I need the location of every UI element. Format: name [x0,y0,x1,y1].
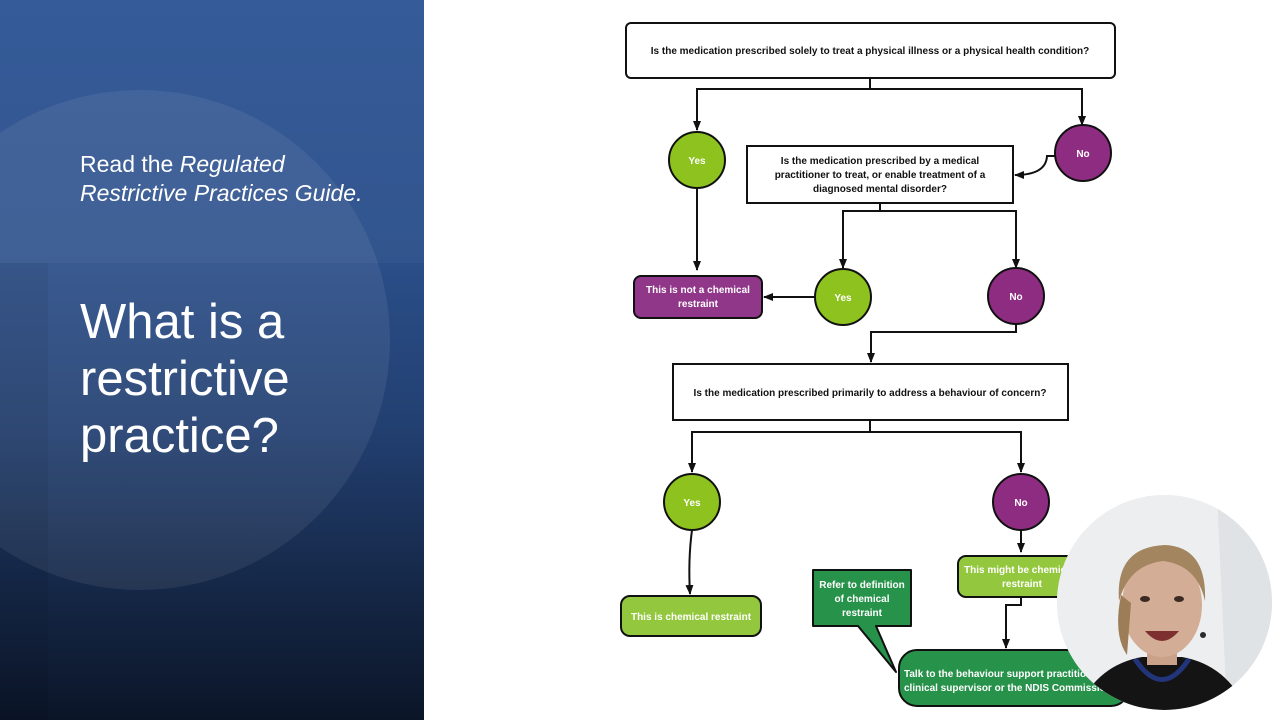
question-3-text: Is the medication prescribed primarily t… [694,388,1047,399]
talk-to-practitioner-box: Talk to the behaviour support practition… [898,649,1130,707]
not-chemical-line-2: restraint [678,299,719,310]
q3-no-node: No [992,473,1050,531]
refer-to-definition-callout: Refer to definition of chemical restrain… [812,569,912,673]
question-1-text: Is the medication prescribed solely to t… [651,46,1089,57]
q1-yes-label: Yes [688,156,706,167]
q3-no-label: No [1014,498,1027,509]
q3-yes-label: Yes [683,498,701,509]
q1-no-node: No [1054,124,1112,182]
talk-line-2: clinical supervisor or the NDIS Commissi… [904,683,1115,694]
q2-yes-label: Yes [834,293,852,304]
talk-line-1: Talk to the behaviour support practition… [904,669,1104,680]
guide-name: Regulated Restrictive Practices Guide. [80,151,363,206]
title-panel: Read the Regulated Restrictive Practices… [0,0,424,720]
guide-note-prefix: Read the [80,151,180,177]
refer-line-3: restraint [842,608,883,619]
question-1-box: Is the medication prescribed solely to t… [625,22,1116,79]
panel-decor-strip [0,263,48,720]
guide-note: Read the Regulated Restrictive Practices… [80,150,380,208]
not-chemical-line-1: This is not a chemical [646,285,750,296]
not-chemical-restraint-box: This is not a chemical restraint [633,275,763,319]
presenter-webcam [1057,495,1272,710]
question-2-box: Is the medication prescribed by a medica… [746,145,1014,204]
refer-line-2: of chemical [834,594,889,605]
q1-no-label: No [1076,149,1089,160]
panel-decor-circle [0,90,390,590]
might-be-line-2: restraint [1002,579,1043,590]
refer-line-1: Refer to definition [819,580,905,591]
q2-no-label: No [1009,292,1022,303]
question-2-line-2: practitioner to treat, or enable treatme… [775,170,986,181]
question-2-line-1: Is the medication prescribed by a medica… [781,156,980,167]
chemical-restraint-text: This is chemical restraint [631,612,752,623]
question-3-box: Is the medication prescribed primarily t… [672,363,1069,421]
might-be-line-1: This might be chemical [964,565,1075,576]
q2-yes-node: Yes [814,268,872,326]
q3-yes-node: Yes [663,473,721,531]
chemical-restraint-box: This is chemical restraint [620,595,762,637]
might-be-chemical-box: This might be chemical restraint [957,555,1089,598]
slide-title: What is a restrictive practice? [80,295,290,463]
connector-lines [685,78,1086,649]
question-2-line-3: diagnosed mental disorder? [813,184,947,195]
q2-no-node: No [987,267,1045,325]
q1-yes-node: Yes [668,131,726,189]
presenter-figure [1057,495,1272,710]
